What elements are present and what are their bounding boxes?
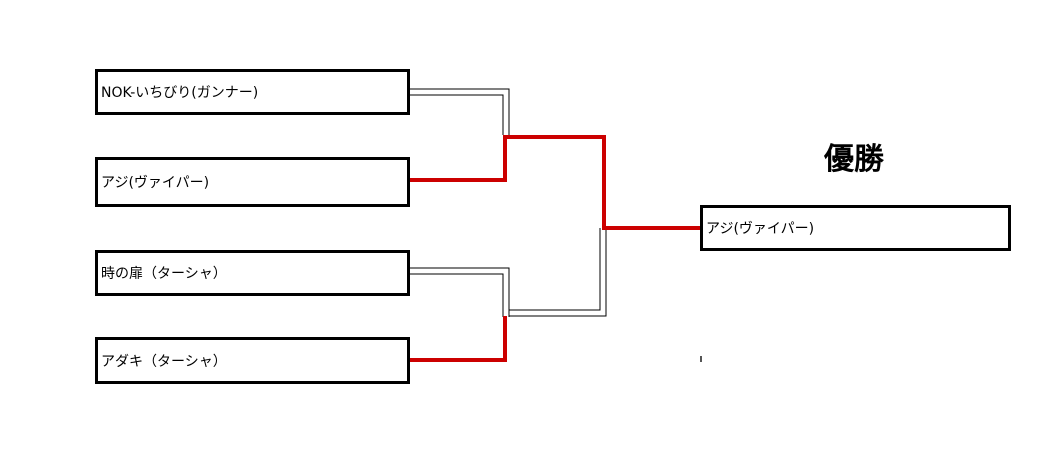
loss-lines	[409, 88, 607, 317]
win-line-aji-semi	[409, 135, 700, 230]
team-box-adaki: アダキ（ターシャ）	[95, 337, 410, 384]
small-mark	[700, 356, 702, 362]
team-name-adaki: アダキ（ターシャ）	[101, 353, 227, 370]
team-name-aji: アジ(ヴァイパー)	[101, 175, 210, 191]
loss-line-nok-outer	[409, 88, 510, 135]
team-box-nok: NOK-いちびり(ガンナー)	[95, 69, 410, 115]
champion-name: アジ(ヴァイパー)	[706, 221, 815, 237]
loss-line-semi2-inner	[509, 228, 601, 311]
loss-line-semi2-outer	[509, 228, 607, 317]
champion-title: 優勝	[824, 142, 884, 177]
win-lines	[409, 135, 700, 362]
loss-line-toki-outer	[409, 267, 510, 317]
team-box-toki: 時の扉（ターシャ）	[95, 250, 410, 296]
team-box-aji: アジ(ヴァイパー)	[95, 157, 410, 207]
loss-line-nok-inner	[409, 94, 504, 135]
win-line-adaki-semi	[409, 316, 507, 362]
team-name-toki: 時の扉（ターシャ）	[101, 266, 227, 282]
team-name-nok: NOK-いちびり(ガンナー)	[101, 85, 259, 101]
loss-line-toki-inner	[409, 273, 504, 317]
champion-box: アジ(ヴァイパー)	[700, 205, 1011, 251]
